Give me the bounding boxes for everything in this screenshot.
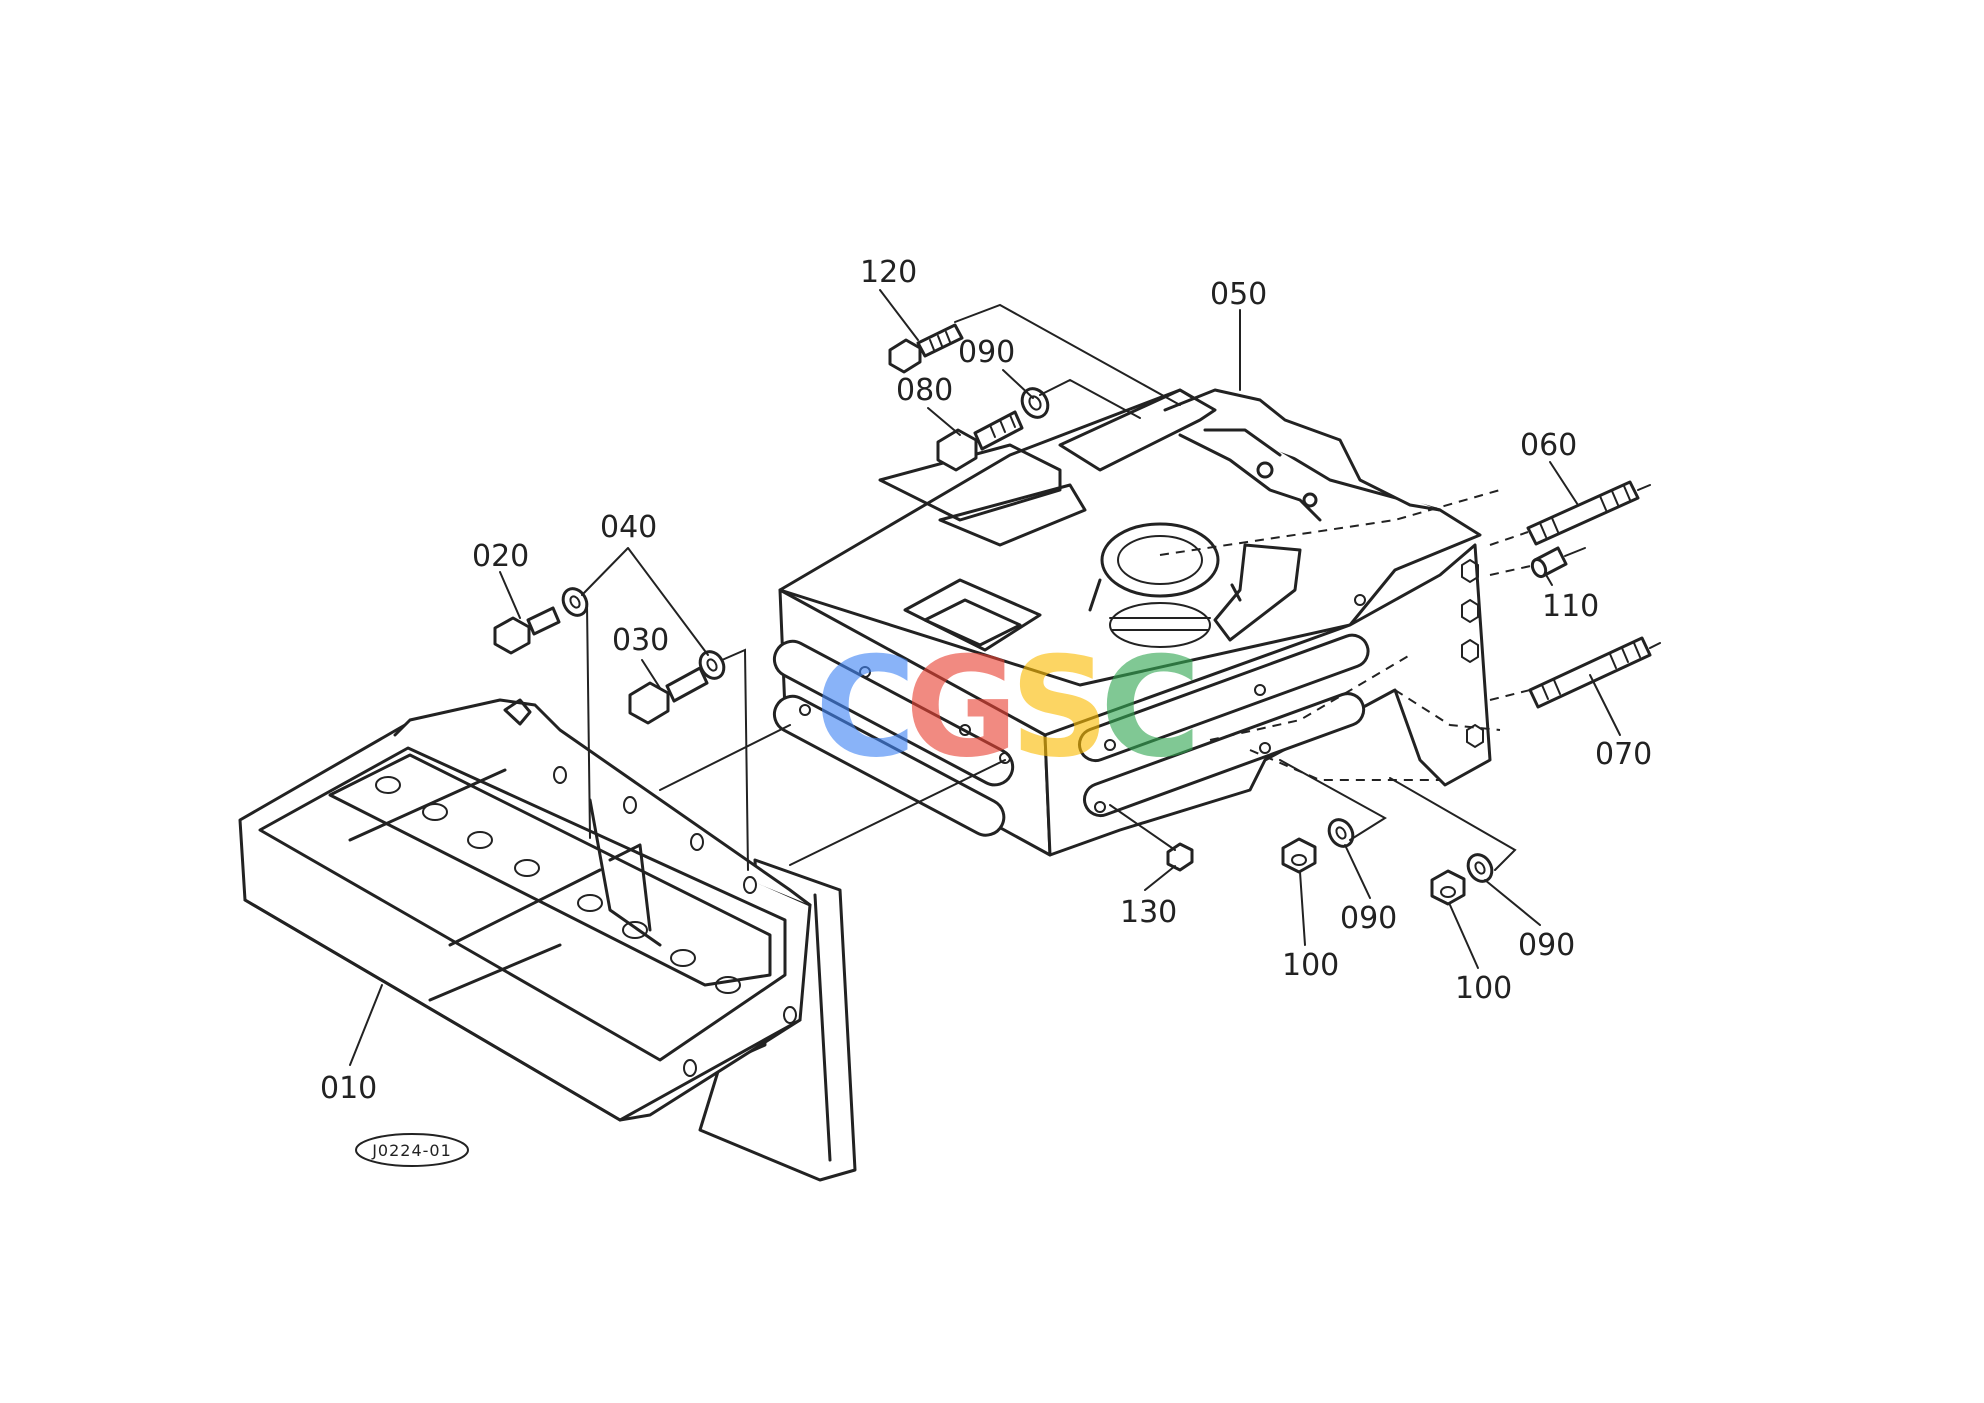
watermark-letter-3: S: [1010, 627, 1109, 788]
callout-090-right: 090: [1518, 928, 1575, 963]
drawing-code-badge: J0224-01: [355, 1133, 469, 1167]
bolt-120: [888, 323, 964, 374]
callout-130: 130: [1120, 895, 1177, 930]
stud-070: [1528, 636, 1652, 709]
callout-050: 050: [1210, 277, 1267, 312]
callout-120: 120: [860, 255, 917, 290]
assembly-lines: [586, 303, 1661, 871]
nut-100-right: [1430, 869, 1466, 906]
washer-090-right: [1466, 853, 1494, 883]
callout-090-left: 090: [1340, 901, 1397, 936]
main-frame-050: [772, 388, 1501, 857]
stud-060: [1526, 480, 1640, 546]
watermark-letter-4: C: [1100, 627, 1201, 788]
bolt-020: [493, 606, 561, 655]
washer-090-left: [1327, 818, 1355, 848]
watermark: C G S C: [815, 627, 1201, 788]
callout-100-left: 100: [1282, 948, 1339, 983]
callout-060: 060: [1520, 428, 1577, 463]
callout-110: 110: [1542, 589, 1599, 624]
watermark-letter-2: G: [905, 627, 1018, 788]
washer-040: [561, 587, 726, 680]
callout-010: 010: [320, 1071, 377, 1106]
bracket-010: [238, 698, 857, 1182]
bolt-030: [628, 666, 709, 725]
callout-080: 080: [896, 373, 953, 408]
leader-lines: [349, 289, 1621, 1066]
callout-020: 020: [472, 539, 529, 574]
callout-030: 030: [612, 623, 669, 658]
callout-100-right: 100: [1455, 971, 1512, 1006]
watermark-letter-1: C: [815, 627, 916, 788]
drawing-code: J0224-01: [371, 1141, 452, 1160]
callout-090-upper: 090: [958, 335, 1015, 370]
callout-040: 040: [600, 510, 657, 545]
washer-090-upper: [1020, 387, 1050, 419]
callout-labels: 120 050 090 080 060 110 070 040 020 030 …: [320, 255, 1652, 1106]
pin-110: [1530, 546, 1568, 579]
callout-070: 070: [1595, 737, 1652, 772]
bolt-080: [936, 410, 1024, 472]
nut-100-left: [1281, 837, 1317, 874]
